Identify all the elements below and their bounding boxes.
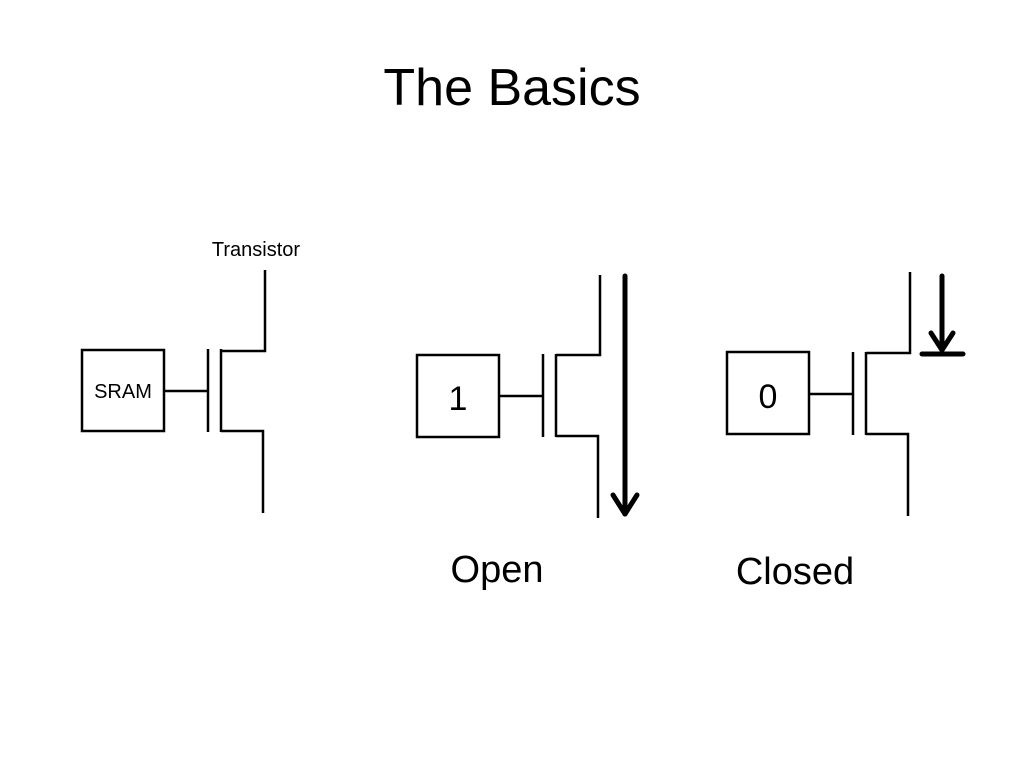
panel-open: 1 Open: [415, 273, 640, 591]
slide-title: The Basics: [383, 59, 641, 117]
open-value: 1: [449, 380, 468, 418]
blocked-flow-arrow-icon: [919, 273, 966, 357]
panel-closed: 0 Closed: [725, 272, 966, 593]
transistor-symbol-3: [809, 272, 912, 516]
panel-sram-transistor: Transistor SRAM: [80, 239, 301, 513]
closed-caption: Closed: [736, 551, 854, 593]
transistor-symbol-1: [164, 270, 267, 513]
sram-label: SRAM: [94, 381, 152, 403]
closed-value: 0: [759, 378, 778, 416]
transistor-label: Transistor: [212, 239, 301, 261]
open-caption: Open: [451, 549, 544, 591]
current-flow-arrow-icon: [610, 273, 640, 517]
transistor-symbol-2: [499, 275, 602, 518]
